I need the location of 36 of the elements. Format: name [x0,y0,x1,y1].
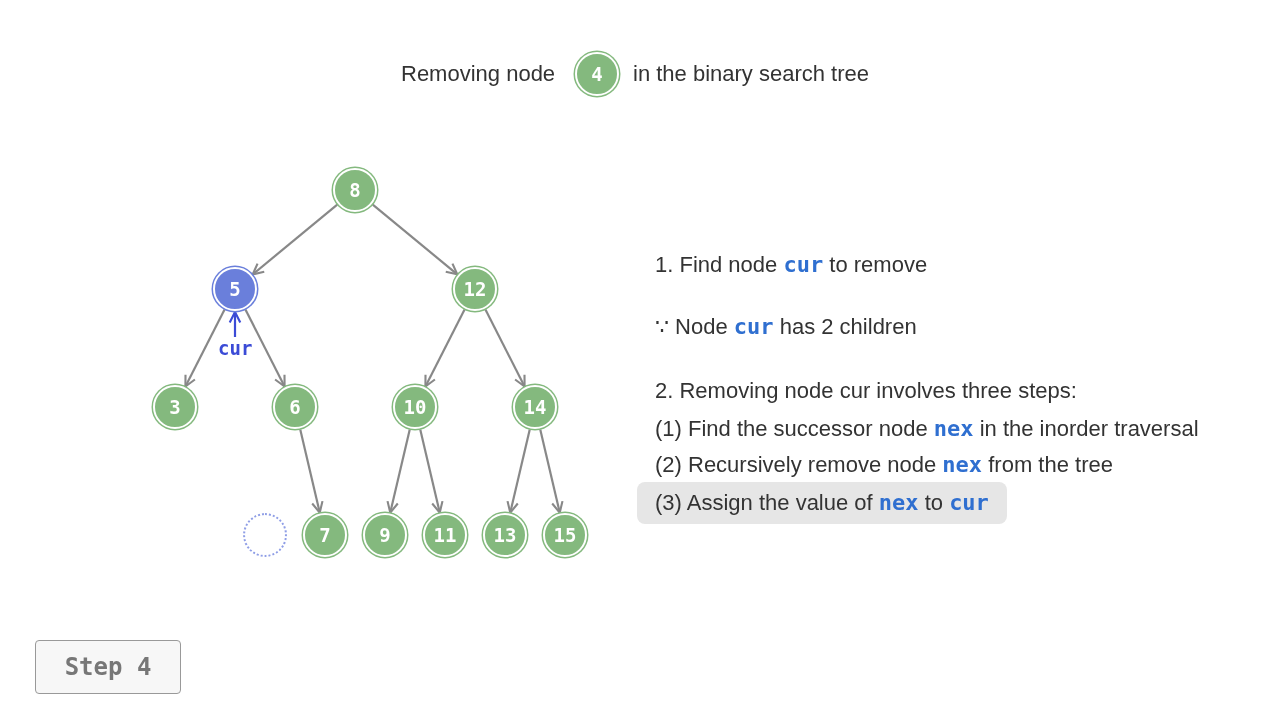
arrow [386,429,411,514]
arrow [184,309,226,388]
pointer-arrow [228,310,242,337]
step-label: Step 4 [35,640,181,694]
arrow [484,309,526,388]
tree-node: 11 [423,513,467,557]
arrow [299,429,324,514]
tree-node: 3 [153,385,197,429]
tree-node: 14 [513,385,557,429]
arrow [419,429,444,514]
tree-node: 5 [213,267,257,311]
tree-node: 15 [543,513,587,557]
title-text: in the binary search tree [633,61,870,87]
title-text: Removing node [401,61,556,87]
tree-node: 9 [363,513,407,557]
step-text: (1) Find the successor node nex in the inorder traversal [655,416,1199,442]
highlighted-step-text: (3) Assign the value of nex to cur [637,482,1007,524]
step-text: 1. Find node cur to remove [655,252,928,278]
step-text: (2) Recursively remove node nex from the tree [655,452,1113,478]
tree-node: 8 [333,168,377,212]
tree-node: 10 [393,385,437,429]
step-text: 2. Removing node cur involves three steps: [655,378,1077,404]
arrow [372,203,459,276]
arrow [244,309,286,388]
title-node-circle: 4 [575,52,619,96]
arrow [424,309,466,388]
pointer-label: cur [218,337,253,359]
tree-node: 12 [453,267,497,311]
tree-node: 6 [273,385,317,429]
tree-node: 13 [483,513,527,557]
arrow [506,429,531,514]
empty-slot-circle [243,513,287,557]
arrow [539,429,564,514]
tree-node: 7 [303,513,347,557]
note-text: ∵ Node cur has 2 children [655,314,917,340]
arrow [251,203,338,276]
